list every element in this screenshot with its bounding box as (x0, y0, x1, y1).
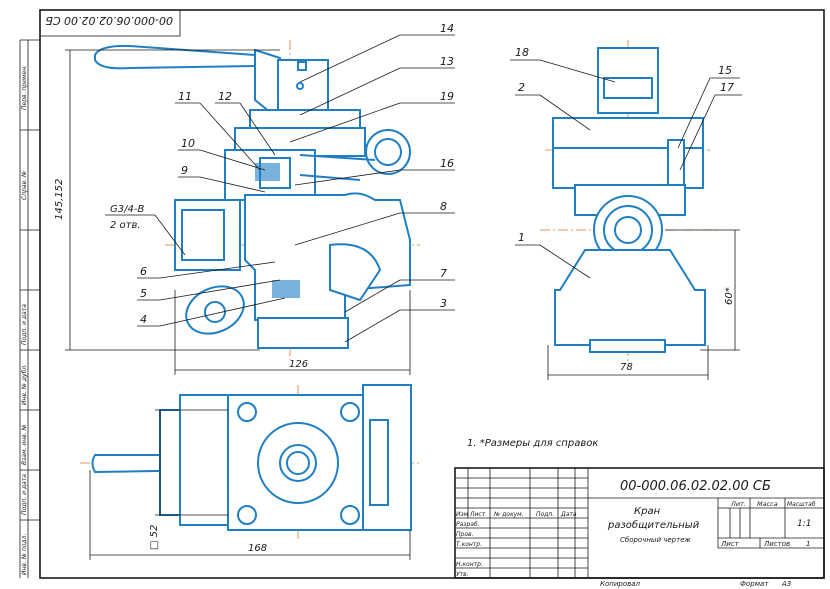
callout-18: 18 (515, 46, 529, 59)
side-callouts: 18 2 15 17 1 (510, 46, 742, 279)
rev-col-2: Лист (469, 511, 486, 518)
dim-height-left: 145,152 (54, 179, 65, 220)
rev-col-4: Подп. (536, 511, 554, 518)
callout-15: 15 (718, 64, 732, 77)
stamp-name-1: Кран (634, 506, 661, 517)
drawing-frame (39, 9, 825, 579)
stamp-designation: 00-000.06.02.02.00 СБ (620, 479, 771, 494)
side-label-3: Подп. и дата (21, 304, 28, 345)
callout-11: 11 (178, 90, 192, 103)
callout-13: 13 (440, 55, 454, 68)
dim-width-side: 78 (620, 362, 633, 373)
callout-7: 7 (440, 267, 447, 280)
callout-1: 1 (518, 231, 525, 244)
stamp-name-2: разобщительный (607, 519, 700, 531)
dim-thread: G3/4-B (110, 204, 144, 215)
callout-16: 16 (440, 157, 454, 170)
callout-19: 19 (440, 90, 454, 103)
format-label: Формат (740, 580, 769, 588)
callout-17: 17 (720, 81, 734, 94)
stamp-doc-type: Сборочный чертеж (620, 536, 691, 544)
callout-10: 10 (181, 137, 195, 150)
callout-2: 2 (518, 81, 525, 94)
side-label-6: Подп. и дата (21, 474, 28, 515)
side-label-2: Справ. № (21, 171, 28, 200)
role-4: Н.контр. (456, 561, 483, 568)
callout-6: 6 (140, 265, 147, 278)
callout-9: 9 (181, 164, 188, 177)
side-label-5: Взам. инв. № (21, 424, 28, 465)
side-label-4: Инв. № дубл. (21, 364, 28, 405)
stamp-lit: Лит. (730, 500, 746, 508)
rotated-designation-text: 00-000.06.02.02.00 СБ (45, 14, 173, 27)
drawing-note: 1. *Размеры для справок (467, 438, 598, 449)
dim-width-front: 126 (289, 359, 308, 370)
stamp-scale-label: Масштаб (787, 501, 816, 508)
rev-col-1: Изм (456, 511, 469, 518)
dim-height-side: 60* (724, 287, 735, 305)
front-callouts: 14 13 19 16 8 7 3 11 12 10 9 6 5 4 (137, 22, 455, 343)
dim-thread-note: 2 отв. (110, 220, 141, 231)
title-block: 00-000.06.02.02.00 СБ Изм Лист № докум. … (454, 467, 825, 579)
front-dimensions: 145,152 126 G3/4-B 2 отв. (54, 49, 411, 375)
stamp-sheets-value: 1 (806, 540, 810, 548)
rev-col-3: № докум. (493, 511, 524, 518)
top-view: 168 □ 52 (80, 384, 420, 560)
stamp-scale: 1:1 (797, 519, 811, 529)
role-2: Пров. (456, 531, 474, 538)
side-strip: Перв. примен. Справ. № Подп. и дата Инв.… (19, 39, 40, 578)
callout-8: 8 (440, 200, 447, 213)
format-value: A3 (781, 580, 791, 588)
callout-4: 4 (140, 313, 147, 326)
side-view: 78 60* (540, 40, 740, 380)
role-1: Разраб. (456, 521, 480, 528)
callout-12: 12 (218, 90, 232, 103)
front-view (94, 40, 420, 360)
side-label-7: Инв. № подл. (21, 534, 28, 575)
callout-14: 14 (440, 22, 454, 35)
role-3: Т.контр. (456, 541, 482, 548)
rev-col-5: Дата (560, 511, 577, 518)
callout-5: 5 (140, 287, 147, 300)
stamp-sheet: Лист (720, 540, 740, 548)
dim-square: □ 52 (149, 525, 160, 550)
side-label-1: Перв. примен. (21, 65, 28, 110)
stamp-mass: Масса (757, 500, 778, 508)
role-5: Утв. (456, 571, 469, 578)
callout-3: 3 (440, 297, 447, 310)
dim-width-top: 168 (248, 543, 267, 554)
copied-label: Копировал (600, 580, 641, 588)
rotated-designation: 00-000.06.02.02.00 СБ (39, 9, 181, 37)
stamp-sheets: Листов (763, 540, 790, 548)
